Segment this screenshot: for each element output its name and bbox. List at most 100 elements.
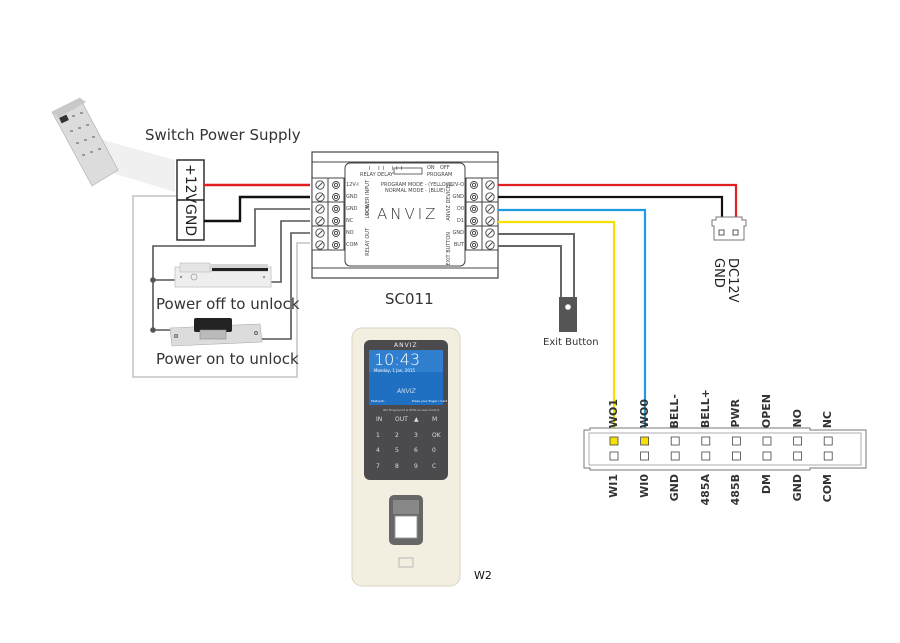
terminal-socket bbox=[470, 181, 478, 189]
reader-key[interactable]: M bbox=[432, 416, 438, 423]
header-pin-bottom bbox=[793, 451, 802, 461]
reader-key[interactable]: C bbox=[432, 463, 437, 470]
wire-exit-but bbox=[498, 245, 562, 300]
terminal-socket bbox=[470, 229, 478, 237]
power-terminal-block bbox=[176, 159, 205, 241]
controller-right-terminal-label: D1 bbox=[456, 218, 464, 224]
reader-key[interactable]: 9 bbox=[414, 463, 418, 470]
wire-d0 bbox=[498, 208, 647, 440]
controller-right-terminal-label: BUT bbox=[453, 242, 464, 248]
exit-button-label: Exit Button bbox=[543, 337, 599, 348]
controller-left-terminal-label: GND bbox=[346, 194, 358, 200]
reader-key[interactable]: OK bbox=[432, 432, 441, 439]
program-off-label: OFF bbox=[440, 165, 450, 171]
terminal-socket bbox=[332, 181, 340, 189]
header-pin-top-label: PWR bbox=[729, 399, 743, 428]
terminal-socket bbox=[332, 193, 340, 201]
reader-key[interactable]: 4 bbox=[376, 447, 380, 454]
dc-gnd-label: GND bbox=[711, 258, 726, 288]
terminal-screw bbox=[315, 216, 325, 226]
program-on-label: ON bbox=[427, 165, 435, 171]
terminal-socket bbox=[332, 205, 340, 213]
reader-key[interactable]: 2 bbox=[395, 432, 399, 439]
reader-key[interactable]: IN bbox=[376, 416, 383, 423]
header-pin-top bbox=[823, 436, 833, 446]
reader-model-label: W2 bbox=[474, 569, 492, 582]
reader-key[interactable]: 1 bbox=[376, 432, 380, 439]
wire-relay-no bbox=[260, 232, 310, 340]
header-pin-bottom bbox=[640, 451, 649, 461]
header-pin-bottom bbox=[701, 451, 711, 461]
lock-power-off-label: Power off to unlock bbox=[156, 295, 300, 313]
group-lock: LOCK bbox=[365, 205, 371, 219]
terminal-socket bbox=[332, 229, 340, 237]
header-pin-bottom bbox=[609, 451, 619, 461]
controller-model-label: SC011 bbox=[385, 290, 434, 308]
terminal-12v-label: +12V bbox=[182, 164, 198, 204]
power-supply-label: Switch Power Supply bbox=[145, 126, 301, 144]
header-pin-top-label: BELL- bbox=[668, 393, 682, 428]
header-pin-top bbox=[701, 436, 711, 446]
wire-gnd-input bbox=[204, 195, 310, 223]
terminal-screw bbox=[315, 240, 325, 250]
reader-key[interactable]: 7 bbox=[376, 463, 380, 470]
reader-key[interactable]: 6 bbox=[414, 447, 418, 454]
wire-relay-nc bbox=[265, 220, 310, 283]
controller-left-terminal-label: COM bbox=[346, 242, 358, 248]
reader-key[interactable]: ▲ bbox=[414, 416, 419, 423]
controller-right-terminal-label: 12V-O bbox=[448, 182, 464, 188]
reader-key[interactable]: 8 bbox=[395, 463, 399, 470]
w2-reader-image bbox=[351, 327, 461, 587]
terminal-socket bbox=[470, 193, 478, 201]
reader-key[interactable]: OUT bbox=[395, 416, 408, 423]
controller-left-terminal-label: 12V-I bbox=[346, 182, 359, 188]
reader-subtitle: W2 Fingerprint & RFID Access Control bbox=[383, 408, 440, 412]
terminal-socket bbox=[470, 217, 478, 225]
wire-gnd-output bbox=[498, 195, 724, 222]
header-pin-bottom bbox=[670, 451, 680, 461]
header-pin-top-label: WO1 bbox=[607, 398, 620, 428]
controller-left-terminal-label: GND bbox=[346, 206, 358, 212]
header-pin-top-label: NO bbox=[790, 409, 804, 428]
terminal-screw bbox=[485, 240, 495, 250]
header-pin-top-label: BELL+ bbox=[698, 388, 712, 428]
power-supply-image bbox=[51, 97, 175, 192]
terminal-gnd-label: GND bbox=[182, 204, 198, 237]
header-pin-top bbox=[640, 436, 649, 446]
header-pin-top-label: OPEN bbox=[760, 393, 773, 428]
terminal-screw bbox=[485, 216, 495, 226]
reader-time: 10:43 bbox=[374, 350, 421, 369]
wire-12v-output bbox=[498, 183, 738, 222]
terminal-socket bbox=[470, 205, 478, 213]
header-pin-top-label: WO0 bbox=[637, 398, 651, 428]
terminal-screw bbox=[315, 192, 325, 202]
normal-mode-text: NORMAL MODE - (BLUE) bbox=[385, 188, 446, 194]
group-anviz-device: ANVIZ DEVICE bbox=[446, 185, 452, 221]
terminal-screw bbox=[485, 192, 495, 202]
controller-left-terminal-label: NC bbox=[346, 218, 354, 224]
terminal-screw bbox=[315, 204, 325, 214]
reader-status-left: Status/In bbox=[371, 399, 385, 403]
header-pin-bottom bbox=[823, 451, 833, 461]
controller-right-terminal-label: GND bbox=[452, 194, 464, 200]
header-pin-bottom-label: GND bbox=[668, 474, 682, 502]
anviz-logo: ANVIZ bbox=[377, 205, 439, 223]
header-pin-bottom-label: WI1 bbox=[607, 474, 620, 498]
reader-brand: ANVIZ bbox=[394, 342, 418, 349]
group-relay-out: RELAY OUT bbox=[365, 228, 371, 256]
reader-date: Monday, 1 Jan, 2015 bbox=[374, 368, 416, 373]
reader-status-right: Press your finger / Card bbox=[412, 399, 448, 403]
header-pin-bottom-label: GND bbox=[790, 474, 804, 502]
header-pin-top bbox=[670, 436, 680, 446]
wire-aux-loop bbox=[132, 195, 310, 378]
reader-key[interactable]: 3 bbox=[414, 432, 418, 439]
wire-exit-gnd bbox=[498, 233, 575, 300]
sc011-controller bbox=[311, 151, 499, 279]
lock-power-off-image bbox=[174, 262, 272, 288]
header-pin-bottom-label: COM bbox=[821, 474, 835, 503]
group-exit-button: EXIT BUTTON bbox=[446, 232, 452, 266]
reader-key[interactable]: 5 bbox=[395, 447, 399, 454]
reader-key[interactable]: 0 bbox=[432, 447, 436, 454]
